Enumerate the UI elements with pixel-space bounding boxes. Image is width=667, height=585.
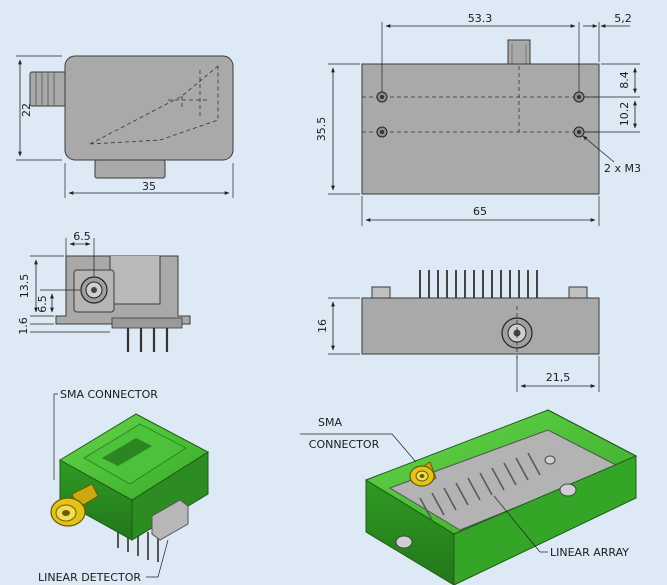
dim-1-6: 1.6 xyxy=(17,317,30,335)
dim-22: 22 xyxy=(20,103,33,117)
array-shell-front xyxy=(365,479,455,585)
dim-35-5: 35.5 xyxy=(315,117,328,142)
small-module-foot xyxy=(94,159,166,179)
sma-connector-right-icon xyxy=(409,461,437,487)
array-housing-top xyxy=(361,63,600,195)
view-small-module-side: 22 35 xyxy=(16,55,234,198)
dim-6-5-side: 6.5 xyxy=(36,295,49,313)
detector-label-plate xyxy=(102,438,152,466)
label-linear-detector: LINEAR DETECTOR xyxy=(38,571,141,584)
dim-35: 35 xyxy=(142,180,156,193)
connector-boss-top xyxy=(507,39,531,67)
dim-8-4: 8.4 xyxy=(618,71,631,89)
view-small-module-front: 6.5 13.5 6.5 1.6 xyxy=(17,230,191,352)
view-small-module-iso: SMA CONNECTOR LINEAR DETECTOR xyxy=(38,388,209,584)
dim-2xm3: 2 x M3 xyxy=(604,162,641,175)
dim-6-5-top: 6.5 xyxy=(73,230,91,243)
dim-5-2: 5,2 xyxy=(614,12,632,25)
array-slots xyxy=(419,452,541,521)
dim-65: 65 xyxy=(473,205,487,218)
label-sma-connector-left: SMA CONNECTOR xyxy=(60,388,158,401)
label-linear-array: LINEAR ARRAY xyxy=(550,546,629,559)
dim-10-2: 10.2 xyxy=(618,102,631,127)
view-array-top: 53.3 5,2 35.5 8.4 10.2 2 x M3 65 xyxy=(315,12,641,226)
small-module-pins xyxy=(126,328,169,352)
dim-53-3: 53.3 xyxy=(468,12,493,25)
sma-connector-left-icon xyxy=(50,483,99,527)
view-array-side: 16 21,5 xyxy=(316,270,600,392)
dim-16: 16 xyxy=(316,319,329,333)
view-array-iso: SMA CONNECTOR LINEAR ARRAY xyxy=(300,409,638,585)
detector-socket xyxy=(151,499,189,541)
small-module-housing xyxy=(64,55,234,161)
dim-21-5: 21,5 xyxy=(546,371,571,384)
array-housing-side xyxy=(361,297,600,355)
label-sma-right-line1: SMA xyxy=(318,416,342,429)
label-sma-right-line2: CONNECTOR xyxy=(309,438,380,451)
dim-13-5: 13.5 xyxy=(18,274,31,299)
array-pins xyxy=(419,270,538,298)
